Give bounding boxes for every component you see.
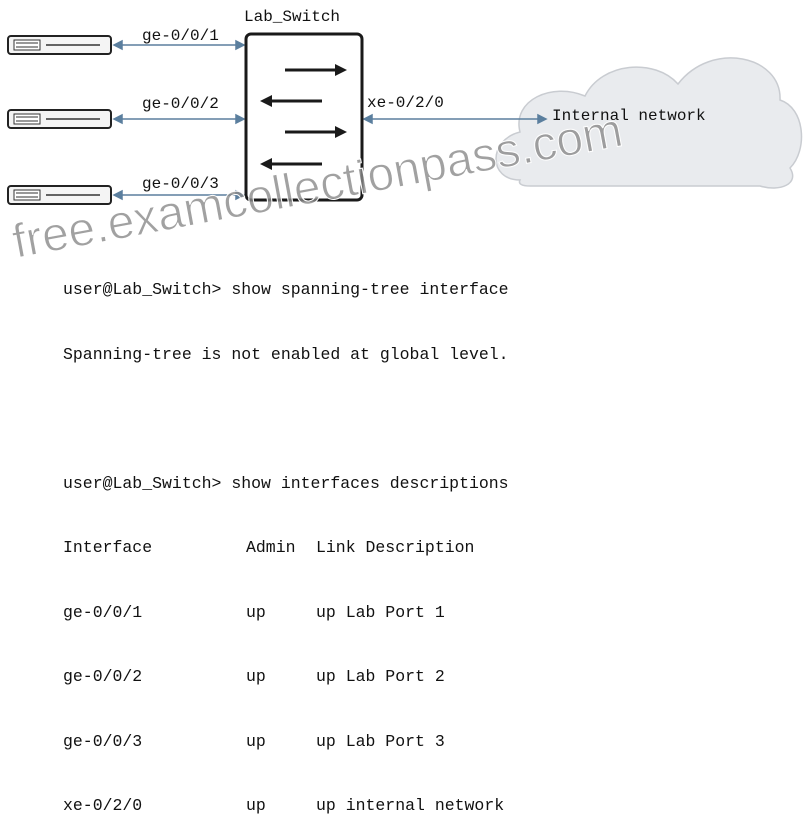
terminal-output: user@Lab_Switch> show spanning-tree inte… xyxy=(63,236,703,838)
link-ge-0-0-2 xyxy=(112,113,246,125)
port-label-ge-0-0-3: ge-0/0/3 xyxy=(142,175,219,193)
link-ge-0-0-1 xyxy=(112,39,246,51)
header-admin: Admin xyxy=(246,538,296,557)
switch-arrow-right-1 xyxy=(285,64,347,76)
switch-arrow-left-2 xyxy=(260,158,322,170)
cell-admin: up xyxy=(246,602,266,622)
cell-admin: up xyxy=(246,731,266,751)
command-output: Spanning-tree is not enabled at global l… xyxy=(63,344,509,364)
table-row: ge-0/0/2 up up Lab Port 2 xyxy=(63,666,703,688)
cell-admin: up xyxy=(246,667,266,686)
cell-link-description: up Lab Port 2 xyxy=(316,667,445,686)
table-row: ge-0/0/3 up up Lab Port 3 xyxy=(63,731,703,753)
table-row: ge-0/0/1 up up Lab Port 1 xyxy=(63,602,703,624)
server-1-icon xyxy=(7,35,112,55)
cell-link-description: up internal network xyxy=(316,796,505,815)
internal-network-cloud xyxy=(495,57,803,189)
cell-link-description: up Lab Port 1 xyxy=(316,602,445,622)
table-row: xe-0/2/0 up up internal network xyxy=(63,795,703,817)
cell-interface: ge-0/0/1 xyxy=(63,602,143,622)
switch-arrow-left-1 xyxy=(260,95,322,107)
header-interface: Interface xyxy=(63,538,153,557)
port-label-ge-0-0-2: ge-0/0/2 xyxy=(142,95,219,113)
blank-line xyxy=(63,408,703,430)
cell-interface: ge-0/0/3 xyxy=(63,731,143,751)
link-ge-0-0-3 xyxy=(112,189,246,201)
cell-admin: up xyxy=(246,796,266,815)
port-label-ge-0-0-1: ge-0/0/1 xyxy=(142,27,219,45)
port-label-xe-0-2-0: xe-0/2/0 xyxy=(367,94,444,112)
table-header: Interface Admin Link Description xyxy=(63,537,703,559)
cell-interface: ge-0/0/2 xyxy=(63,667,143,686)
server-2-icon xyxy=(7,109,112,129)
lab-switch xyxy=(244,32,364,202)
switch-label: Lab_Switch xyxy=(244,8,340,26)
header-link-description: Link Description xyxy=(316,538,475,557)
cloud-label: Internal network xyxy=(552,107,706,125)
cell-link-description: up Lab Port 3 xyxy=(316,731,445,751)
switch-arrow-right-2 xyxy=(285,126,347,138)
link-xe-0-2-0 xyxy=(362,113,548,125)
command-line: user@Lab_Switch> show interfaces descrip… xyxy=(63,473,509,493)
command-line: user@Lab_Switch> show spanning-tree inte… xyxy=(63,280,509,299)
server-3-icon xyxy=(7,185,112,205)
network-diagram: Lab_Switch ge-0/0/1 ge-0/0/2 ge-0/0/3 xe… xyxy=(7,8,803,205)
cell-interface: xe-0/2/0 xyxy=(63,796,143,815)
